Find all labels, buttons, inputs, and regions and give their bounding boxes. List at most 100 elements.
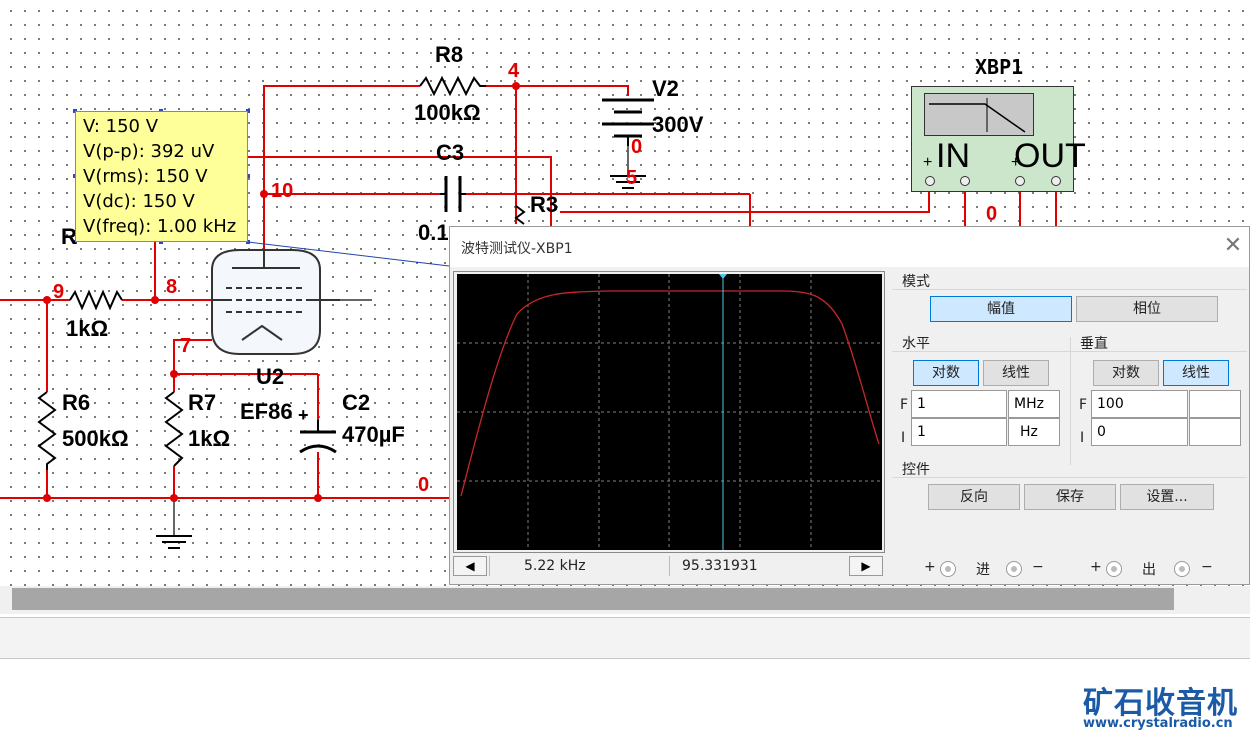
xbp-in-minus-terminal[interactable]: [960, 176, 970, 186]
xbp-out-plus-terminal[interactable]: [1015, 176, 1025, 186]
bottom-panel: [0, 617, 1250, 659]
r3-ref: R3: [530, 192, 559, 217]
xbp-in-plus-terminal[interactable]: [925, 176, 935, 186]
out-plus-terminal-icon[interactable]: [1106, 561, 1122, 577]
plot-grid: [457, 274, 882, 550]
xbp-out-minus-terminal[interactable]: [1051, 176, 1061, 186]
in-minus-label: −: [1032, 559, 1044, 575]
wire-group: [0, 85, 1057, 499]
left-arrow-icon[interactable]: ◀: [453, 556, 487, 576]
schematic-wires: [0, 75, 1057, 549]
bode-plot[interactable]: [457, 274, 882, 550]
r7-resistor-icon: [164, 391, 184, 467]
r3-resistor-icon: [514, 205, 526, 225]
reverse-button[interactable]: 反向: [928, 484, 1020, 510]
out-label: 出: [1142, 562, 1156, 578]
probe-handle[interactable]: [246, 174, 250, 178]
vertical-final-unit[interactable]: [1189, 390, 1241, 418]
node-8: 8: [166, 276, 178, 298]
v2-value: 300V: [652, 112, 704, 137]
vertical-f-label: F: [1079, 397, 1088, 413]
ground-icon: [156, 535, 192, 549]
in-plus-terminal-icon[interactable]: [940, 561, 956, 577]
window-titlebar[interactable]: 波特测试仪-XBP1 ✕: [450, 227, 1249, 267]
in-plus-label: +: [924, 559, 936, 575]
xbp-in-label: IN: [936, 137, 970, 175]
magnitude-trace: [460, 290, 880, 497]
cursor-status-bar: ◀ 5.22 kHz 95.331931 ▶: [453, 556, 886, 578]
settings-button[interactable]: 设置...: [1120, 484, 1214, 510]
vertical-log-button[interactable]: 对数: [1093, 360, 1159, 386]
schematic-canvas[interactable]: R8 100kΩ V2 300V C3 0.1 R3 R 1kΩ R6 500k…: [0, 0, 1250, 586]
r-left-ref: R: [61, 224, 77, 249]
separator: [892, 351, 1247, 352]
phase-button[interactable]: 相位: [1076, 296, 1218, 322]
c2-value: 470µF: [342, 422, 405, 447]
probe-handle[interactable]: [246, 109, 250, 113]
u2-ref: U2: [256, 364, 285, 389]
watermark-logo: 矿石收音机: [1083, 686, 1238, 721]
node-5: 5: [626, 167, 638, 189]
window-title: 波特测试仪-XBP1: [461, 241, 573, 257]
xbp-out-label: OUT: [1014, 137, 1086, 175]
probe-vfreq: V(freq): 1.00 kHz: [83, 216, 237, 237]
v2-ref: V2: [652, 76, 679, 101]
separator: [892, 289, 1247, 290]
horizontal-initial-input[interactable]: 1: [911, 418, 1007, 446]
vertical-i-label: I: [1080, 430, 1085, 446]
watermark-url: www.crystalradio.cn: [1083, 716, 1233, 731]
xbp1-title: XBP1: [975, 55, 1024, 79]
vertical-initial-unit[interactable]: [1189, 418, 1241, 446]
out-minus-terminal-icon[interactable]: [1174, 561, 1190, 577]
probe-v: V: 150 V: [83, 116, 159, 137]
in-minus-terminal-icon[interactable]: [1006, 561, 1022, 577]
out-plus-label: +: [1090, 559, 1102, 575]
scrollbar-thumb[interactable]: [12, 588, 1174, 610]
r8-resistor-icon: [419, 75, 486, 97]
horizontal-log-button[interactable]: 对数: [913, 360, 979, 386]
node-0-bottom: 0: [418, 474, 430, 496]
horizontal-final-input[interactable]: 1: [911, 390, 1007, 418]
horizontal-final-unit[interactable]: MHz: [1008, 390, 1060, 418]
right-arrow-icon[interactable]: ▶: [849, 556, 883, 576]
horizontal-scrollbar[interactable]: [0, 586, 1250, 614]
bode-plot-svg: [457, 274, 882, 550]
cursor-frequency: 5.22 kHz: [489, 556, 669, 576]
close-icon[interactable]: ✕: [1223, 233, 1243, 258]
horizontal-i-label: I: [901, 430, 906, 446]
horizontal-group-label: 水平: [902, 336, 930, 352]
node-0-v2: 0: [631, 136, 643, 158]
node-9: 9: [53, 281, 65, 303]
controls-group-label: 控件: [902, 462, 930, 478]
xbp-out-plus: +: [1011, 154, 1021, 171]
r7-value: 1kΩ: [188, 426, 231, 451]
cursor-marker-icon[interactable]: [719, 274, 727, 279]
horizontal-initial-unit[interactable]: Hz: [1008, 418, 1060, 446]
node-7: 7: [180, 335, 192, 357]
probe-handle[interactable]: [73, 240, 77, 244]
vertical-final-input[interactable]: 100: [1091, 390, 1188, 418]
in-label: 进: [976, 562, 990, 578]
vertical-group-label: 垂直: [1080, 336, 1108, 352]
vertical-initial-input[interactable]: 0: [1091, 418, 1188, 446]
u2-value: EF86: [240, 399, 293, 424]
probe-handle[interactable]: [159, 240, 163, 244]
bode-plotter-window[interactable]: 波特测试仪-XBP1 ✕: [449, 226, 1250, 585]
plot-frame: [453, 271, 885, 553]
separator: [892, 477, 1247, 478]
save-button[interactable]: 保存: [1024, 484, 1116, 510]
horizontal-linear-button[interactable]: 线性: [983, 360, 1049, 386]
tube-leads: [173, 146, 629, 536]
v2-battery-icon: [602, 98, 654, 146]
r8-value: 100kΩ: [414, 100, 481, 125]
probe-handle[interactable]: [246, 240, 250, 244]
voltage-probe-readout[interactable]: V: 150 V V(p-p): 392 uV V(rms): 150 V V(…: [75, 111, 248, 242]
r6-value: 500kΩ: [62, 426, 129, 451]
c3-capacitor-icon: [440, 176, 466, 212]
magnitude-button[interactable]: 幅值: [930, 296, 1072, 322]
bode-plotter-symbol[interactable]: IN OUT + +: [911, 86, 1086, 192]
ef86-tube-icon: [211, 249, 340, 355]
probe-vdc: V(dc): 150 V: [83, 191, 195, 212]
vertical-linear-button[interactable]: 线性: [1163, 360, 1229, 386]
c2-polarity: +: [298, 405, 309, 425]
